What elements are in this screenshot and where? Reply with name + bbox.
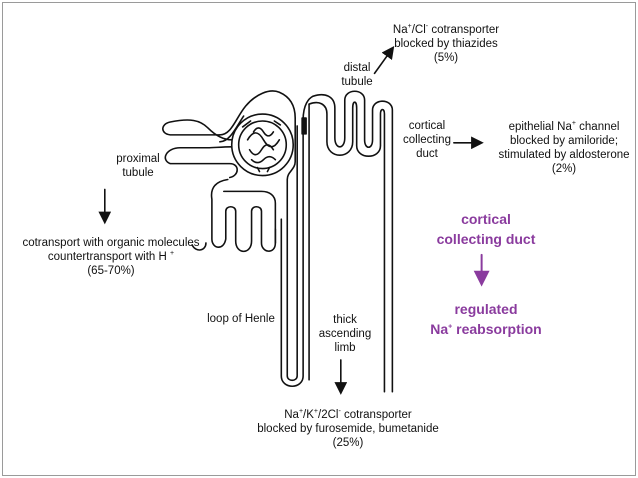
nacl-cotransporter-label: Na+/Cl- cotransporter blocked by thiazid… xyxy=(392,23,500,64)
summary-title: cortical collecting duct xyxy=(436,211,536,247)
distal-tubule xyxy=(308,90,394,393)
annotation-arrows xyxy=(98,46,484,395)
proximal-convoluted-tubule xyxy=(162,90,296,253)
loop-of-henle-label: loop of Henle xyxy=(207,313,275,325)
proximal-tubule-label: proximal tubule xyxy=(116,153,160,179)
glomerulus xyxy=(230,113,295,177)
enac-label: epithelial Na+ channel blocked by amilor… xyxy=(498,120,630,175)
distal-tubule-label: distal tubule xyxy=(341,62,373,88)
proximal-transport-label: cotransport with organic molecules count… xyxy=(22,237,200,277)
summary-result: regulated Na+ reabsorption xyxy=(430,301,542,337)
cortical-collecting-duct-label: cortical collecting duct xyxy=(403,120,451,160)
thick-ascending-limb-label: thick ascending limb xyxy=(318,314,372,354)
loop-of-henle xyxy=(280,95,314,388)
nkcc-cotransporter-label: Na+/K+/2Cl- cotransporter blocked by fur… xyxy=(257,408,439,449)
